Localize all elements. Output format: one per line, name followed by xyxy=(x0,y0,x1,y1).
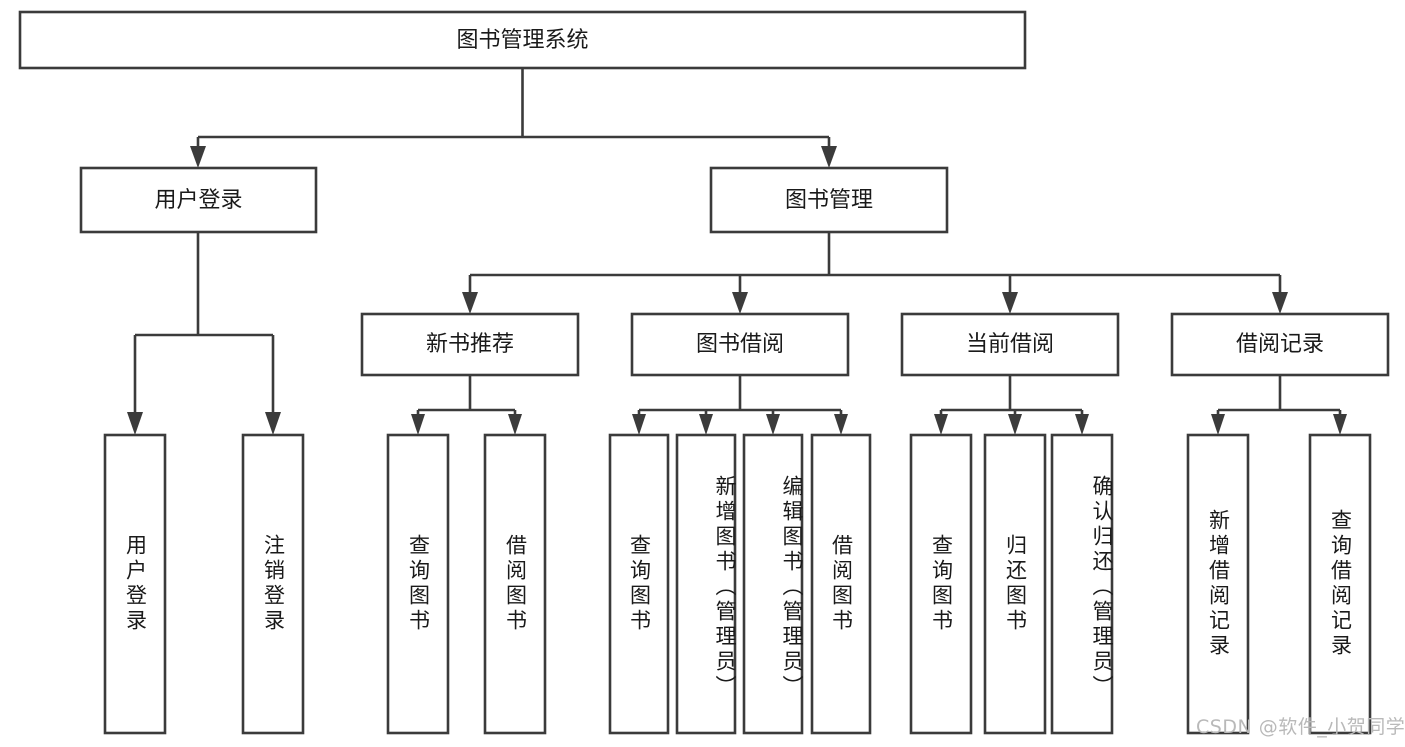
leaf-box-borrow-book-2[interactable] xyxy=(810,433,872,735)
node-user-login[interactable]: 用户登录 xyxy=(79,166,318,234)
node-borrow-record-box[interactable] xyxy=(1170,312,1390,377)
leaf-box-borrow-book-1[interactable] xyxy=(483,433,547,735)
leaf-box-query-book-3[interactable] xyxy=(909,433,973,735)
node-new-book-rec-box[interactable] xyxy=(360,312,580,377)
leaf-box-query-record[interactable] xyxy=(1308,433,1372,735)
arrow-head-leaf-query-book-3 xyxy=(934,414,948,435)
connector-group-user-login-children xyxy=(127,232,281,435)
arrow-head-current-borrow xyxy=(1002,292,1018,314)
leaf-box-confirm-return[interactable] xyxy=(1050,433,1114,735)
leaf-box-query-book-1[interactable] xyxy=(386,433,450,735)
leaf-box-add-record[interactable] xyxy=(1186,433,1250,735)
leaf-box-group xyxy=(103,433,1372,735)
node-root[interactable]: 图书管理系统 xyxy=(18,10,1027,70)
arrow-head-book-borrow xyxy=(732,292,748,314)
arrow-head-leaf-query-book-1 xyxy=(411,414,425,435)
arrow-head-leaf-edit-book xyxy=(766,414,780,435)
leaf-box-edit-book[interactable] xyxy=(742,433,804,735)
node-book-borrow-label: 图书借阅 xyxy=(696,332,784,357)
node-current-borrow-box[interactable] xyxy=(900,312,1120,377)
node-current-borrow-label: 当前借阅 xyxy=(966,332,1054,357)
leaf-box-user-logout[interactable] xyxy=(241,433,305,735)
connector-group-new-book-rec-children xyxy=(411,375,522,435)
node-book-borrow-box[interactable] xyxy=(630,312,850,377)
arrow-head-leaf-return-book xyxy=(1008,414,1022,435)
arrow-head-book-manage xyxy=(821,146,837,168)
arrow-head-borrow-record xyxy=(1272,292,1288,314)
connector-group-book-borrow-children xyxy=(632,375,848,435)
connector-group-current-borrow-children xyxy=(934,375,1089,435)
arrow-head-leaf-borrow-book-1 xyxy=(508,414,522,435)
connector-group-book-manage-children xyxy=(462,232,1288,314)
arrow-head-leaf-borrow-book-2 xyxy=(834,414,848,435)
arrow-head-leaf-query-book-2 xyxy=(632,414,646,435)
connector-group-root-to-level2 xyxy=(190,68,837,168)
arrow-head-leaf-add-record xyxy=(1211,414,1225,435)
node-book-manage[interactable]: 图书管理 xyxy=(709,166,949,234)
leaf-box-query-book-2[interactable] xyxy=(608,433,670,735)
node-book-manage-box[interactable] xyxy=(709,166,949,234)
node-book-manage-label: 图书管理 xyxy=(785,188,873,213)
node-current-borrow[interactable]: 当前借阅 xyxy=(900,312,1120,377)
arrow-head-leaf-confirm-return xyxy=(1075,414,1089,435)
node-borrow-record[interactable]: 借阅记录 xyxy=(1170,312,1390,377)
node-new-book-rec-label: 新书推荐 xyxy=(426,332,514,357)
arrow-head-leaf-add-book xyxy=(699,414,713,435)
arrow-head-leaf-user-logout xyxy=(265,412,281,435)
node-root-label: 图书管理系统 xyxy=(456,28,588,53)
csdn-watermark: CSDN @软件_小贺同学 xyxy=(1196,716,1405,738)
node-user-login-box[interactable] xyxy=(79,166,318,234)
arrow-head-new-book-rec xyxy=(462,292,478,314)
node-book-borrow[interactable]: 图书借阅 xyxy=(630,312,850,377)
node-new-book-rec[interactable]: 新书推荐 xyxy=(360,312,580,377)
leaf-box-return-book[interactable] xyxy=(983,433,1047,735)
arrow-head-leaf-user-login xyxy=(127,412,143,435)
connector-group-borrow-record-children xyxy=(1211,375,1347,435)
arrow-head-user-login xyxy=(190,146,206,168)
arrow-head-leaf-query-record xyxy=(1333,414,1347,435)
leaf-box-add-book[interactable] xyxy=(675,433,737,735)
node-root-box[interactable] xyxy=(18,10,1027,70)
node-borrow-record-label: 借阅记录 xyxy=(1236,332,1324,357)
leaf-box-user-login[interactable] xyxy=(103,433,167,735)
node-user-login-label: 用户登录 xyxy=(154,188,242,213)
